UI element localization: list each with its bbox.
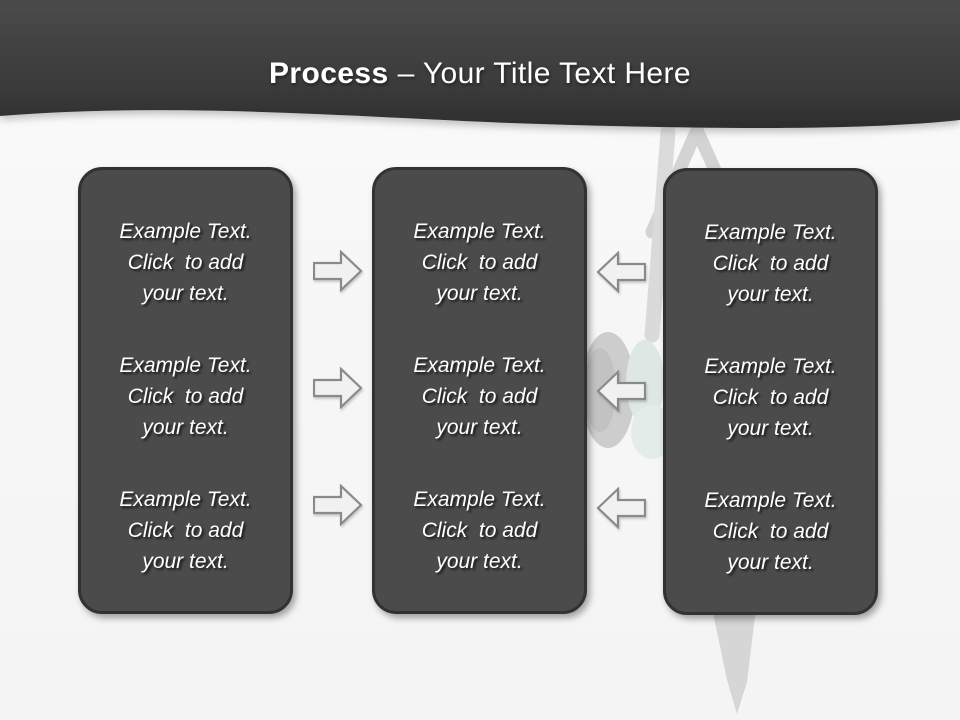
placeholder-line: Example Text. [413, 354, 546, 377]
header-wave [0, 0, 960, 129]
placeholder-line: your text. [727, 551, 814, 574]
placeholder-line: Example Text. [704, 489, 837, 512]
arrow-left-icon [596, 370, 646, 412]
placeholder-line: your text. [436, 550, 523, 573]
placeholder-line: your text. [436, 416, 523, 439]
placeholder-line: your text. [436, 282, 523, 305]
title-rest-text: – Your Title Text Here [397, 57, 691, 90]
placeholder-line: Click to add [712, 252, 829, 275]
text-placeholder[interactable]: Example Text. Click to add your text. [375, 484, 584, 577]
placeholder-line: Click to add [421, 519, 538, 542]
figure-pencil-tip [712, 608, 756, 714]
arrow-left-icon [596, 487, 646, 529]
placeholder-line: Click to add [712, 386, 829, 409]
placeholder-line: Example Text. [413, 220, 546, 243]
placeholder-line: Example Text. [704, 355, 837, 378]
placeholder-line: your text. [142, 550, 229, 573]
placeholder-line: Example Text. [413, 488, 546, 511]
placeholder-line: Click to add [712, 520, 829, 543]
text-placeholder[interactable]: Example Text. Click to add your text. [81, 216, 290, 309]
placeholder-line: your text. [727, 417, 814, 440]
process-box-right: Example Text. Click to add your text. Ex… [663, 168, 878, 615]
placeholder-line: Click to add [127, 251, 244, 274]
text-placeholder[interactable]: Example Text. Click to add your text. [81, 484, 290, 577]
text-placeholder[interactable]: Example Text. Click to add your text. [81, 350, 290, 443]
slide-title: Process– Your Title Text Here [0, 57, 960, 91]
title-bold-text: Process [269, 57, 389, 90]
figure-strand [644, 124, 676, 343]
arrow-right-icon [313, 367, 363, 409]
placeholder-line: your text. [727, 283, 814, 306]
placeholder-line: Example Text. [704, 221, 837, 244]
placeholder-line: Example Text. [119, 488, 252, 511]
arrow-right-icon [313, 484, 363, 526]
placeholder-line: your text. [142, 282, 229, 305]
placeholder-line: your text. [142, 416, 229, 439]
text-placeholder[interactable]: Example Text. Click to add your text. [666, 351, 875, 444]
placeholder-line: Example Text. [119, 354, 252, 377]
text-placeholder[interactable]: Example Text. Click to add your text. [375, 216, 584, 309]
text-placeholder[interactable]: Example Text. Click to add your text. [666, 485, 875, 578]
arrow-left-icon [596, 251, 646, 293]
text-placeholder[interactable]: Example Text. Click to add your text. [375, 350, 584, 443]
placeholder-line: Click to add [127, 385, 244, 408]
placeholder-line: Example Text. [119, 220, 252, 243]
process-box-left: Example Text. Click to add your text. Ex… [78, 167, 293, 614]
figure-foot-lower [631, 405, 673, 459]
placeholder-line: Click to add [421, 385, 538, 408]
placeholder-line: Click to add [127, 519, 244, 542]
text-placeholder[interactable]: Example Text. Click to add your text. [666, 217, 875, 310]
process-box-middle: Example Text. Click to add your text. Ex… [372, 167, 587, 614]
placeholder-line: Click to add [421, 251, 538, 274]
arrow-right-icon [313, 250, 363, 292]
